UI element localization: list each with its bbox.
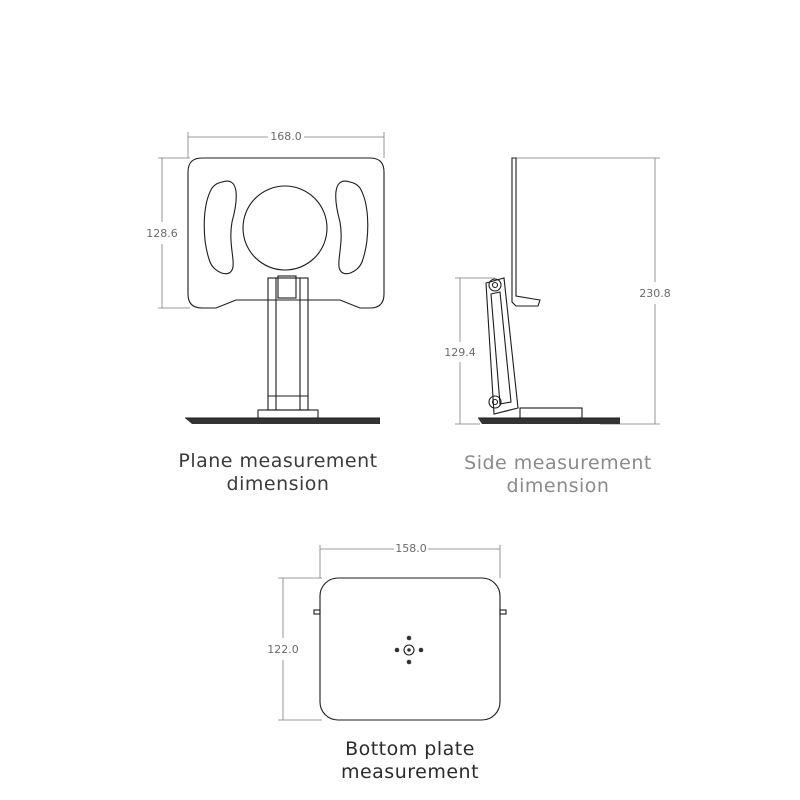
plane-caption-line1: Plane measurement	[178, 450, 378, 472]
bottom-caption-line2: measurement	[340, 761, 480, 783]
side-arm	[485, 277, 519, 415]
plane-base	[185, 409, 380, 424]
right-grip-slot	[335, 180, 369, 275]
side-panel	[511, 157, 541, 307]
side-view: 230.8 129.4	[444, 157, 671, 425]
side-total-height-label: 230.8	[639, 287, 671, 300]
bottom-caption-line1: Bottom plate	[345, 738, 475, 760]
bottom-caption: Bottom plate measurement	[300, 738, 520, 784]
side-base-height-label: 129.4	[444, 346, 476, 359]
side-caption-line2: dimension	[506, 475, 610, 497]
plane-caption: Plane measurement dimension	[160, 450, 396, 496]
center-ring	[242, 185, 328, 271]
bottom-height-label: 122.0	[267, 643, 299, 656]
plane-caption-line2: dimension	[226, 473, 330, 495]
stand-panel	[187, 157, 385, 309]
plane-view: 168.0 128.6	[146, 130, 385, 424]
left-grip-slot	[203, 180, 237, 275]
side-total-height-dimension: 230.8	[515, 157, 671, 425]
side-caption: Side measurement dimension	[440, 452, 676, 498]
bottom-view: 158.0 122.0	[267, 542, 507, 721]
plane-width-label: 168.0	[270, 130, 302, 143]
bottom-width-label: 158.0	[395, 542, 427, 555]
bottom-plate	[319, 577, 501, 721]
side-base	[478, 407, 620, 424]
side-caption-line1: Side measurement	[464, 452, 652, 474]
center-screw-pattern	[394, 635, 424, 665]
plane-height-label: 128.6	[146, 227, 178, 240]
bottom-width-dimension: 158.0	[319, 542, 501, 578]
plane-height-dimension: 128.6	[146, 157, 190, 309]
stand-arm	[267, 275, 309, 411]
right-tab	[499, 609, 507, 615]
bottom-height-dimension: 122.0	[267, 577, 322, 721]
side-base-height-dimension: 129.4	[444, 277, 495, 425]
left-tab	[313, 609, 321, 615]
plane-width-dimension: 168.0	[187, 130, 385, 158]
